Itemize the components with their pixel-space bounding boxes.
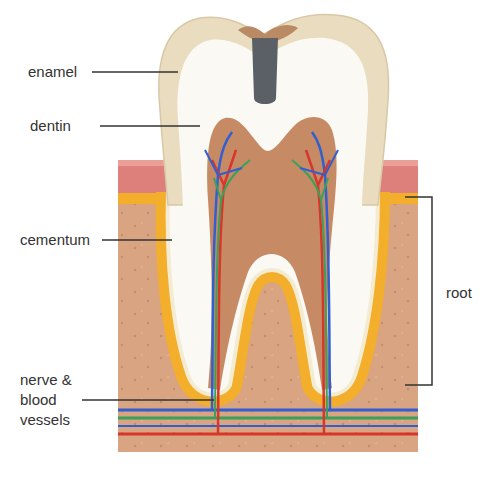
leader-line xyxy=(100,125,200,127)
nerve xyxy=(118,417,418,420)
filling xyxy=(252,38,278,104)
part-label: cementum xyxy=(20,230,90,250)
blood-vessel xyxy=(118,433,418,436)
nerve xyxy=(214,160,250,418)
part-label: dentin xyxy=(30,116,71,136)
blood-vessel xyxy=(118,409,418,412)
part-label: nerve & blood vessels xyxy=(20,370,82,430)
leader-line xyxy=(82,399,214,401)
blood-vessel xyxy=(205,150,242,175)
pulp xyxy=(207,117,336,390)
blood-vessel xyxy=(300,150,338,175)
root-bracket xyxy=(405,197,432,385)
part-label: enamel xyxy=(28,62,77,82)
leader-line xyxy=(102,239,172,241)
part-label: root xyxy=(446,283,472,303)
nerve xyxy=(292,160,328,418)
blood-vessel xyxy=(118,425,418,427)
leader-line xyxy=(92,71,178,73)
